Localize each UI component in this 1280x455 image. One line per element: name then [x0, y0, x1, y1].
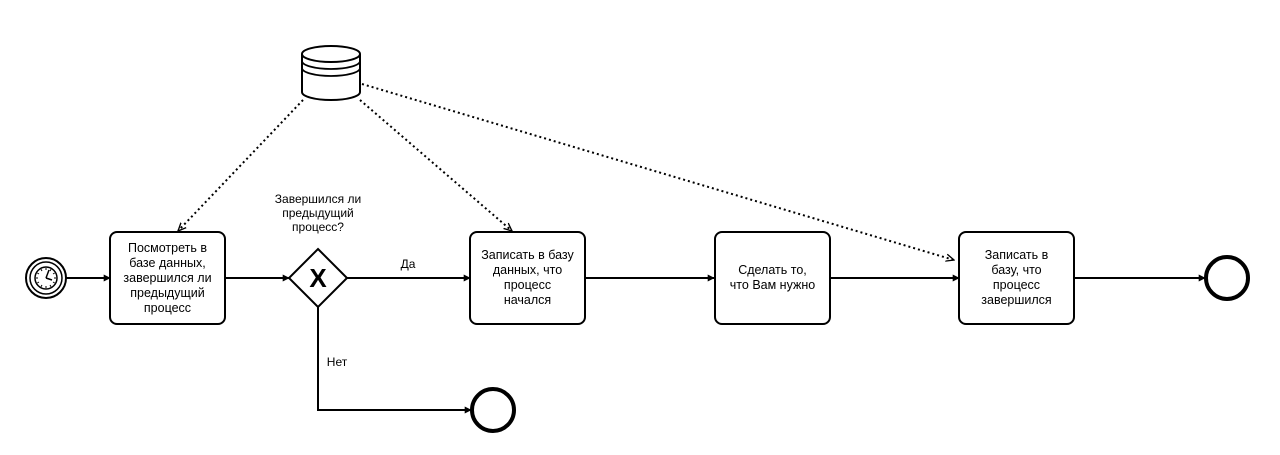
task-check-database-label: Посмотреть в базе данных, завершился ли … — [123, 240, 212, 315]
association-db-to-write-end — [361, 83, 954, 260]
task-write-process-started[interactable]: Записать в базу данных, что процесс нача… — [469, 231, 586, 325]
gateway-question-label: Завершился ли предыдущий процесс? — [274, 192, 362, 234]
end-event-icon[interactable] — [470, 387, 516, 433]
association-db-to-write-start — [359, 99, 512, 231]
flow-no-to-end — [317, 307, 472, 414]
flow-yes-label: Да — [400, 257, 416, 271]
database-icon[interactable] — [301, 45, 361, 101]
task-write-process-finished-label: Записать в базу, что процесс завершился — [981, 248, 1052, 307]
task-write-process-started-label: Записать в базу данных, что процесс нача… — [481, 248, 574, 307]
gateway-x-symbol: X — [309, 263, 327, 293]
task-do-work[interactable]: Сделать то, что Вам нужно — [714, 231, 831, 325]
task-do-work-label: Сделать то, что Вам нужно — [729, 263, 816, 292]
flow-no-label: Нет — [326, 355, 348, 369]
task-write-process-finished[interactable]: Записать в базу, что процесс завершился — [958, 231, 1075, 325]
timer-start-event-icon[interactable] — [25, 257, 67, 299]
end-event-icon[interactable] — [1204, 255, 1250, 301]
association-db-to-check — [178, 99, 304, 231]
task-check-database[interactable]: Посмотреть в базе данных, завершился ли … — [109, 231, 226, 325]
exclusive-gateway[interactable]: X — [287, 247, 349, 309]
